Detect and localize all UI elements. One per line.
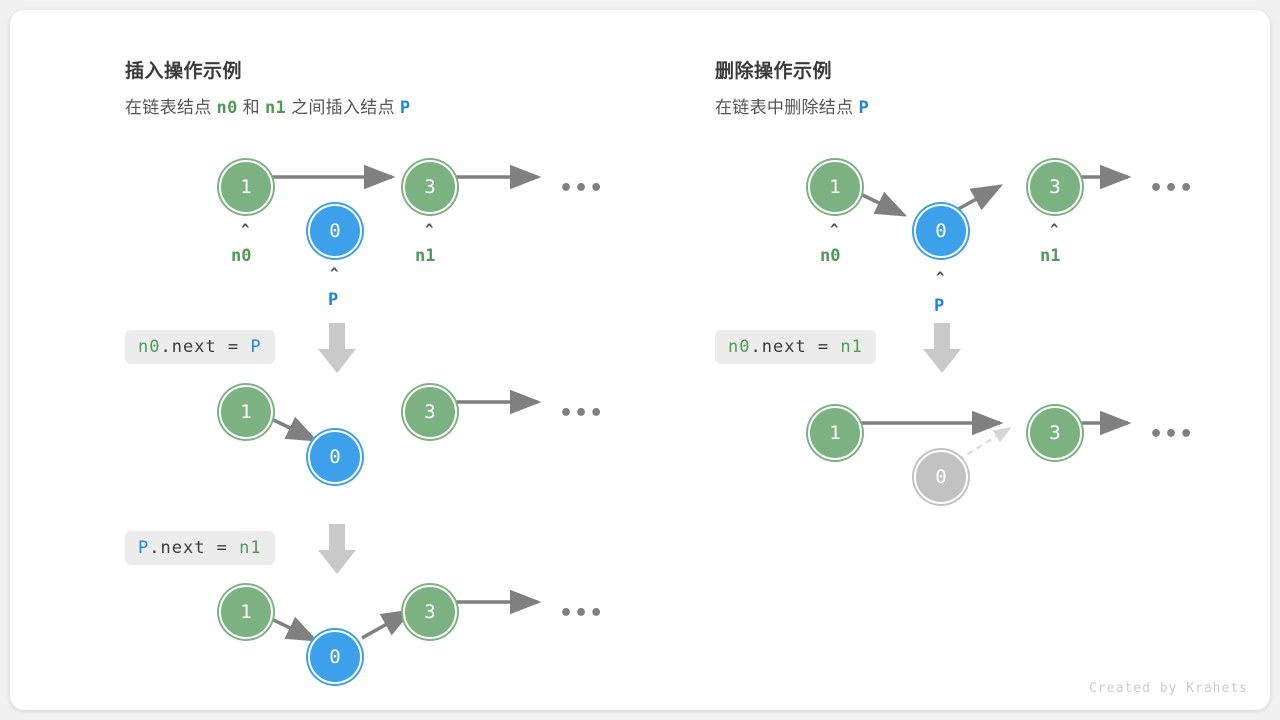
list-node: 3	[403, 385, 457, 439]
deleted-list-node: 0	[914, 450, 968, 504]
list-node: 0	[308, 430, 362, 484]
list-node: 1	[219, 160, 273, 214]
panel-title-insert: 插入操作示例	[125, 61, 243, 82]
down-arrow-icon	[923, 323, 961, 373]
ellipsis-icon: •••	[559, 176, 605, 201]
list-node: 0	[914, 204, 968, 258]
subtitle-token-p: P	[399, 98, 411, 118]
pointer-caret-icon: ^	[425, 222, 434, 238]
code-token-op: .next =	[160, 337, 251, 357]
panel-subtitle-delete: 在链表中删除结点 P	[715, 93, 869, 118]
list-node: 0	[308, 204, 362, 258]
step-code-badge: n0.next = n1	[715, 330, 876, 364]
subtitle-token-n0: n0	[216, 98, 238, 118]
subtitle-text: 在链表结点	[125, 98, 217, 117]
down-arrow-icon	[318, 323, 356, 373]
arrow-p-to-n1	[950, 184, 1004, 215]
ellipsis-icon: •••	[559, 401, 605, 426]
pointer-caret-icon: ^	[936, 270, 945, 286]
panel-subtitle-insert: 在链表结点 n0 和 n1 之间插入结点 P	[125, 93, 410, 118]
code-token-n0: n0	[138, 337, 161, 357]
list-node: 1	[808, 406, 862, 460]
subtitle-token-p: P	[858, 98, 869, 118]
list-node: 3	[1028, 406, 1082, 460]
code-token-n1: n1	[840, 337, 863, 357]
subtitle-text: 和	[237, 98, 265, 117]
code-token-n0: n0	[728, 337, 751, 357]
pointer-label-n0: n0	[231, 246, 252, 266]
list-node: 3	[403, 160, 457, 214]
pointer-label-n0: n0	[820, 246, 841, 266]
pointer-caret-icon: ^	[1050, 222, 1059, 238]
step-code-badge: n0.next = P	[125, 330, 275, 364]
code-token-op: .next =	[149, 538, 240, 558]
subtitle-text: 在链表中删除结点	[715, 98, 859, 117]
pointer-caret-icon: ^	[241, 222, 250, 238]
list-node: 1	[219, 585, 273, 639]
subtitle-token-n1: n1	[264, 98, 287, 118]
credit-text: Created by Krahets	[1089, 681, 1248, 696]
list-node: 3	[403, 585, 457, 639]
step-code-badge: P.next = n1	[125, 531, 275, 565]
down-arrow-icon	[318, 524, 356, 574]
pointer-caret-icon: ^	[330, 266, 339, 282]
code-token-op: .next =	[750, 337, 841, 357]
ellipsis-icon: •••	[1149, 422, 1195, 447]
pointer-label-n1: n1	[415, 246, 436, 266]
ellipsis-icon: •••	[1149, 176, 1195, 201]
pointer-caret-icon: ^	[830, 222, 839, 238]
code-token-p: P	[138, 538, 150, 558]
code-token-p: P	[250, 337, 262, 357]
ellipsis-icon: •••	[559, 601, 605, 626]
pointer-label-p: P	[934, 296, 945, 316]
diagram-card: 插入操作示例 在链表结点 n0 和 n1 之间插入结点 P 1 ^ n0 0 ^…	[10, 10, 1270, 710]
code-token-n1: n1	[239, 538, 262, 558]
subtitle-text: 之间插入结点	[286, 98, 400, 117]
pointer-label-n1: n1	[1040, 246, 1061, 266]
list-node: 1	[219, 385, 273, 439]
pointer-label-p: P	[328, 290, 339, 310]
arrow-deleted-node-dangling	[957, 426, 1012, 461]
list-node: 1	[808, 160, 862, 214]
list-node: 0	[308, 630, 362, 684]
list-node: 3	[1028, 160, 1082, 214]
panel-title-delete: 删除操作示例	[715, 61, 833, 82]
